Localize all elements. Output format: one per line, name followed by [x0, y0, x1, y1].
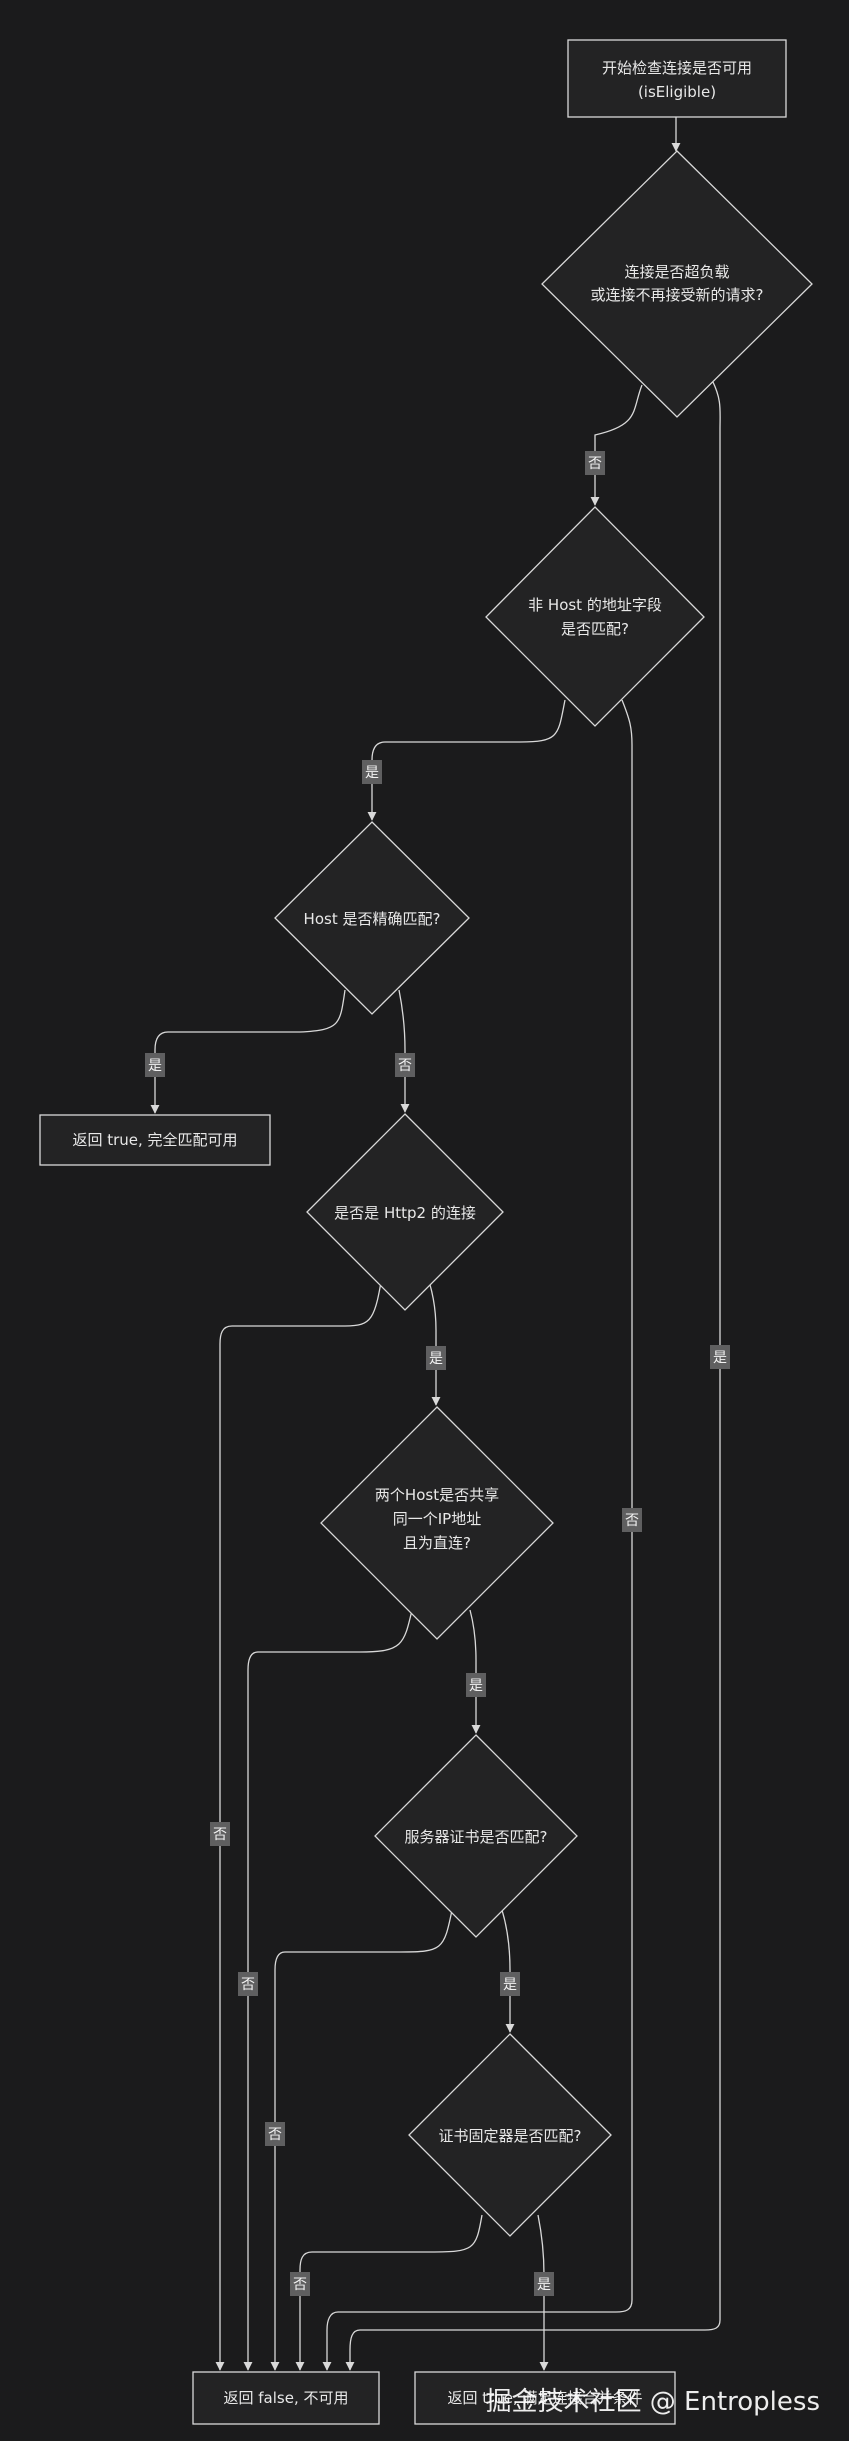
- node-ret-true-line-1: 返回 true, 满足连接合并条件: [447, 2389, 642, 2407]
- edge-overload-yes: [345, 379, 721, 2371]
- node-http2: 是否是 Http2 的连接: [306, 1113, 504, 1311]
- svg-text:是: 是: [429, 1351, 443, 1367]
- node-host-exact-line-1: Host 是否精确匹配?: [304, 910, 441, 928]
- node-same-ip-line-1: 两个Host是否共享: [375, 1486, 499, 1504]
- node-ret-full: 返回 true, 完全匹配可用: [39, 1114, 271, 1166]
- label-address-yes: 是: [362, 760, 382, 784]
- node-ret-true: 返回 true, 满足连接合并条件: [414, 2371, 676, 2425]
- node-address-line-2: 是否匹配?: [561, 620, 629, 638]
- edge-pinner-no: [295, 2214, 483, 2371]
- edge-labels: 否 是 是 否 是 否 是 否: [145, 451, 730, 2296]
- node-pinner-line-1: 证书固定器是否匹配?: [439, 2127, 582, 2145]
- label-cert-yes: 是: [500, 1972, 520, 1996]
- edge-overload-no: [590, 384, 643, 506]
- node-start-line-2: (isEligible): [638, 83, 716, 101]
- edge-http2-no: [215, 1269, 384, 2371]
- svg-text:是: 是: [503, 1977, 517, 1993]
- edges: [150, 117, 721, 2371]
- nodes: 开始检查连接是否可用 (isEligible) 连接是否超负载 或连接不再接受新…: [39, 39, 813, 2425]
- svg-text:是: 是: [148, 1058, 162, 1074]
- edge-host-no: [398, 989, 410, 1113]
- edge-http2-yes: [424, 1269, 441, 1406]
- svg-text:否: 否: [293, 2277, 307, 2293]
- label-cert-no: 否: [265, 2122, 285, 2146]
- edge-ip-no: [243, 1609, 413, 2371]
- svg-text:否: 否: [398, 1058, 412, 1074]
- svg-text:是: 是: [469, 1678, 483, 1694]
- node-http2-line-1: 是否是 Http2 的连接: [334, 1204, 476, 1222]
- node-overload-line-2: 或连接不再接受新的请求?: [591, 286, 764, 304]
- node-host-exact: Host 是否精确匹配?: [274, 821, 470, 1015]
- label-pinner-no: 否: [290, 2272, 310, 2296]
- svg-text:是: 是: [365, 765, 379, 781]
- node-same-ip-line-2: 同一个IP地址: [393, 1510, 481, 1528]
- edge-cert-no: [270, 1909, 453, 2371]
- node-cert-line-1: 服务器证书是否匹配?: [405, 1828, 548, 1846]
- label-overload-yes: 是: [710, 1345, 730, 1369]
- edge-ip-yes: [469, 1609, 481, 1734]
- node-start-line-1: 开始检查连接是否可用: [602, 59, 752, 77]
- svg-text:否: 否: [625, 1513, 639, 1529]
- label-http2-no: 否: [210, 1822, 230, 1846]
- node-pinner: 证书固定器是否匹配?: [408, 2033, 612, 2237]
- edge-address-yes: [367, 699, 566, 821]
- node-same-ip-line-3: 且为直连?: [403, 1534, 471, 1552]
- svg-text:否: 否: [213, 1827, 227, 1843]
- label-overload-no: 否: [585, 451, 605, 475]
- svg-text:否: 否: [241, 1977, 255, 1993]
- edge-host-yes: [150, 989, 346, 1114]
- label-http2-yes: 是: [426, 1346, 446, 1370]
- edge-address-no: [322, 699, 633, 2371]
- node-ret-false: 返回 false, 不可用: [192, 2371, 380, 2425]
- label-host-no: 否: [395, 1053, 415, 1077]
- node-overload-line-1: 连接是否超负载: [624, 263, 729, 281]
- node-ret-false-line-1: 返回 false, 不可用: [224, 2389, 349, 2407]
- svg-text:否: 否: [268, 2127, 282, 2143]
- svg-text:是: 是: [537, 2277, 551, 2293]
- label-ip-yes: 是: [466, 1673, 486, 1697]
- label-host-yes: 是: [145, 1053, 165, 1077]
- watermark-text: 掘金技术社区 @ Entropless: [486, 2387, 820, 2417]
- node-address: 非 Host 的地址字段 是否匹配?: [485, 506, 705, 727]
- label-address-no: 否: [622, 1508, 642, 1532]
- label-ip-no: 否: [238, 1972, 258, 1996]
- node-ret-full-line-1: 返回 true, 完全匹配可用: [72, 1131, 237, 1149]
- svg-text:否: 否: [588, 456, 602, 472]
- node-address-line-1: 非 Host 的地址字段: [528, 596, 662, 614]
- node-overload: 连接是否超负载 或连接不再接受新的请求?: [541, 150, 813, 418]
- edge-cert-yes: [501, 1909, 515, 2033]
- node-cert: 服务器证书是否匹配?: [374, 1734, 578, 1938]
- node-start: 开始检查连接是否可用 (isEligible): [567, 39, 787, 118]
- label-pinner-yes: 是: [534, 2272, 554, 2296]
- svg-text:是: 是: [713, 1350, 727, 1366]
- node-same-ip: 两个Host是否共享 同一个IP地址 且为直连?: [320, 1406, 554, 1640]
